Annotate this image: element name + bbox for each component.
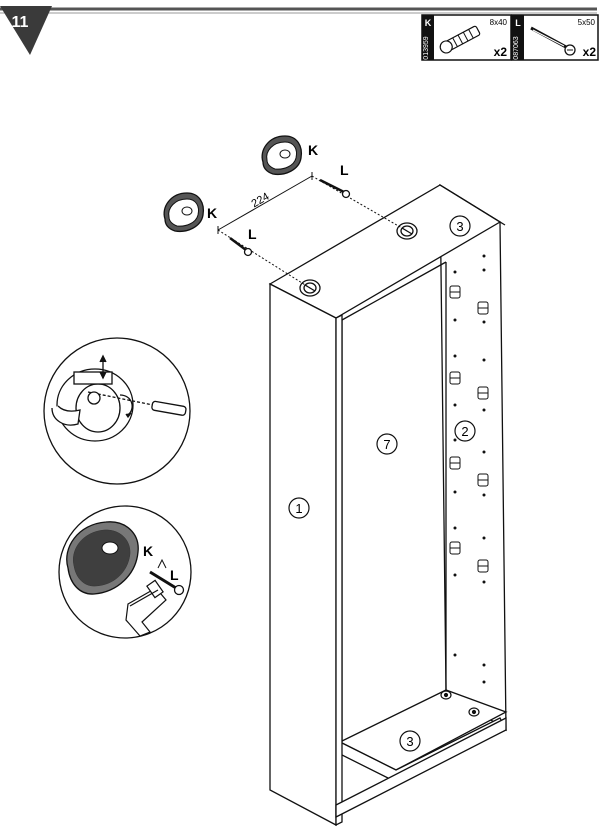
- screw-detail: [149, 570, 185, 596]
- part-size: 5x50: [578, 18, 596, 27]
- detail-cam-lock: [43, 337, 191, 485]
- svg-text:3: 3: [406, 734, 413, 749]
- screw-l-left: [229, 237, 253, 257]
- part-letter: K: [425, 18, 432, 28]
- dimension-label: 224: [250, 191, 272, 211]
- dimension-guide: [217, 172, 408, 289]
- panel-label-3-top: 3: [449, 215, 471, 237]
- callout-k: K: [143, 543, 153, 559]
- step-number: 11: [12, 14, 29, 31]
- cam-dowel-detail: [66, 521, 139, 595]
- panel-1-shape: [269, 282, 337, 827]
- header: 11: [0, 6, 597, 55]
- callout-k: K: [207, 205, 217, 221]
- part-letter: L: [515, 18, 521, 28]
- part-code: 087063: [513, 36, 520, 59]
- pin-holes: [453, 254, 486, 684]
- detail-drill: K L: [58, 505, 192, 639]
- part-code: 013959: [423, 36, 430, 59]
- part-qty: x2: [583, 45, 597, 59]
- panel-label-7: 7: [376, 433, 398, 455]
- svg-text:7: 7: [383, 437, 390, 452]
- part-size: 8x40: [490, 18, 508, 27]
- cam-dowel-k-left: [163, 192, 205, 233]
- svg-text:1: 1: [295, 501, 302, 516]
- panel-label-2: 2: [454, 420, 476, 442]
- callout-l: L: [170, 567, 179, 583]
- cam-dowel-k-top: [261, 135, 303, 176]
- panel-label-1: 1: [288, 497, 310, 519]
- svg-text:2: 2: [461, 424, 468, 439]
- callout-l: L: [340, 162, 349, 178]
- step-badge: [0, 6, 52, 55]
- part-qty: x2: [494, 45, 508, 59]
- parts-box-l: L 087063 5x50 x2: [511, 14, 599, 61]
- screw-l-top: [319, 178, 351, 199]
- callout-k: K: [308, 142, 318, 158]
- screw-icon: [530, 26, 576, 56]
- cam-dowel-icon: [439, 25, 481, 54]
- svg-text:3: 3: [456, 219, 463, 234]
- shelf-pins: [449, 285, 489, 573]
- bottom-cams: [440, 690, 480, 717]
- top-cams: [299, 222, 418, 297]
- callout-l: L: [248, 226, 257, 242]
- cabinet: [268, 183, 508, 827]
- panel-label-3-bottom: 3: [399, 730, 421, 752]
- drill-icon: [125, 579, 167, 637]
- parts-box-k: K 013959 8x40 x2: [421, 14, 512, 61]
